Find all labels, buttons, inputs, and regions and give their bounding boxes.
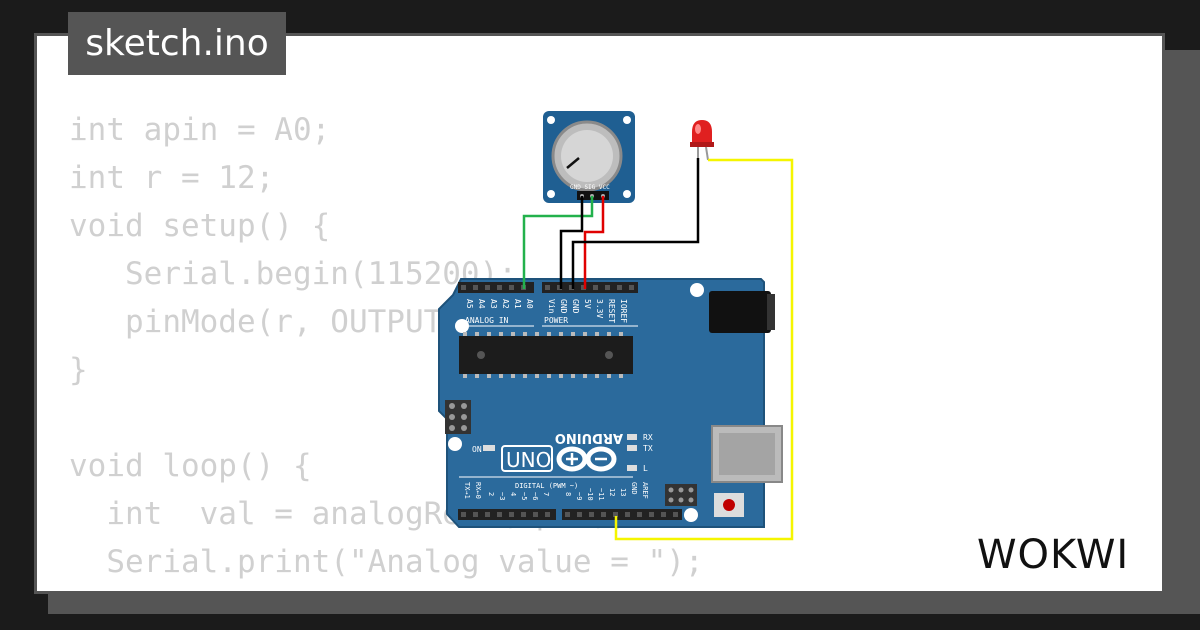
pin-label-a3: A3 xyxy=(489,299,498,309)
pin-label-d2: 2 xyxy=(487,492,495,496)
red-led[interactable] xyxy=(690,120,714,161)
pin-label-d6: ~6 xyxy=(531,492,539,500)
pot-pin-labels: GND SIG VCC xyxy=(570,184,610,191)
icsp2-header xyxy=(665,484,697,506)
wokwi-logo-text: WOKWI xyxy=(977,532,1129,578)
pin-label-d8: 8 xyxy=(564,492,572,496)
wire-signal[interactable] xyxy=(522,196,594,289)
pin-label-a0: A0 xyxy=(525,299,534,309)
code-line: int apin = A0; xyxy=(69,112,331,148)
pin-label-reset: RESET xyxy=(607,299,616,323)
dc-power-jack xyxy=(709,291,771,333)
pin-label-d11: ~11 xyxy=(597,488,605,501)
pin-label-d13: 13 xyxy=(619,488,627,496)
pin-label-d9: ~9 xyxy=(575,492,583,500)
pot-indicator xyxy=(566,157,580,169)
code-line: } xyxy=(69,352,88,388)
power-label: POWER xyxy=(544,316,568,325)
pin-label-d7: 7 xyxy=(542,492,550,496)
file-name-tab[interactable]: sketch.ino xyxy=(68,12,286,75)
preview-card: int apin = A0;int r = 12;void setup() { … xyxy=(34,33,1165,594)
on-label: ON xyxy=(472,445,482,454)
analog-in-label: ANALOG IN xyxy=(465,316,509,325)
code-line: void setup() { xyxy=(69,208,331,244)
circuit-diagram: A5 A4 A3 A2 A1 A0 Vin GND GND 5V 3.3V RE… xyxy=(438,111,794,541)
pin-label-aref: AREF xyxy=(641,482,649,499)
pin-label-ioref: IOREF xyxy=(619,299,628,323)
wire-vcc[interactable] xyxy=(583,196,605,289)
pin-label-5v: 5V xyxy=(583,299,592,309)
atmega-chip xyxy=(459,336,633,374)
mount-hole xyxy=(448,437,462,451)
potentiometer-module[interactable]: GND SIG VCC xyxy=(543,111,635,203)
tx-label: TX xyxy=(643,444,653,453)
pin-label-d4: 4 xyxy=(509,492,517,496)
pin-label-a5: A5 xyxy=(465,299,474,309)
uno-label: UNO xyxy=(506,448,551,472)
pin-label-d10: ~10 xyxy=(586,488,594,501)
pin-label-d5: ~5 xyxy=(520,492,528,500)
pin-label-a1: A1 xyxy=(513,299,522,309)
uno-box xyxy=(501,445,553,472)
code-line: Serial.begin(115200); xyxy=(69,256,517,292)
code-line: Serial.print("Analog value = "); xyxy=(69,544,704,580)
pin-label-a4: A4 xyxy=(477,299,486,309)
wire-gnd-led[interactable] xyxy=(571,158,700,289)
wokwi-logo: WOKWI xyxy=(977,532,1129,578)
rx-label: RX xyxy=(643,433,653,442)
arduino-uno-board[interactable]: A5 A4 A3 A2 A1 A0 Vin GND GND 5V 3.3V RE… xyxy=(438,278,783,528)
arduino-name: ARDUINO xyxy=(555,430,623,445)
on-led xyxy=(483,445,495,451)
mount-hole xyxy=(690,283,704,297)
icsp-header xyxy=(445,400,471,434)
rx-led xyxy=(627,434,637,440)
code-line: int r = 12; xyxy=(69,160,275,196)
l-led xyxy=(627,465,637,471)
pin-label-d1: TX→1 xyxy=(463,482,471,499)
pin-label-gnd: GND xyxy=(571,299,580,314)
mount-hole xyxy=(684,508,698,522)
code-line: void loop() { xyxy=(69,448,312,484)
wire-gnd-pot[interactable] xyxy=(559,196,584,289)
power-header xyxy=(542,282,638,293)
digital-header-low xyxy=(458,509,556,520)
tx-led xyxy=(627,445,637,451)
pin-label-gnd: GND xyxy=(559,299,568,314)
digital-header-high xyxy=(562,509,682,520)
wire-d12-led[interactable] xyxy=(614,158,794,541)
arduino-infinity-icon xyxy=(556,446,617,472)
pin-label-vin: Vin xyxy=(547,299,556,314)
pin-label-gnd-d: GND xyxy=(630,482,638,495)
analog-header xyxy=(458,282,534,293)
pin-label-d0: RX←0 xyxy=(474,482,482,499)
pin-label-d12: 12 xyxy=(608,488,616,496)
digital-label: DIGITAL (PWM ~) xyxy=(515,482,578,490)
pin-label-3v3: 3.3V xyxy=(595,299,604,318)
l-label: L xyxy=(643,464,648,473)
pin-label-a2: A2 xyxy=(501,299,510,309)
pin-label-d3: ~3 xyxy=(498,492,506,500)
